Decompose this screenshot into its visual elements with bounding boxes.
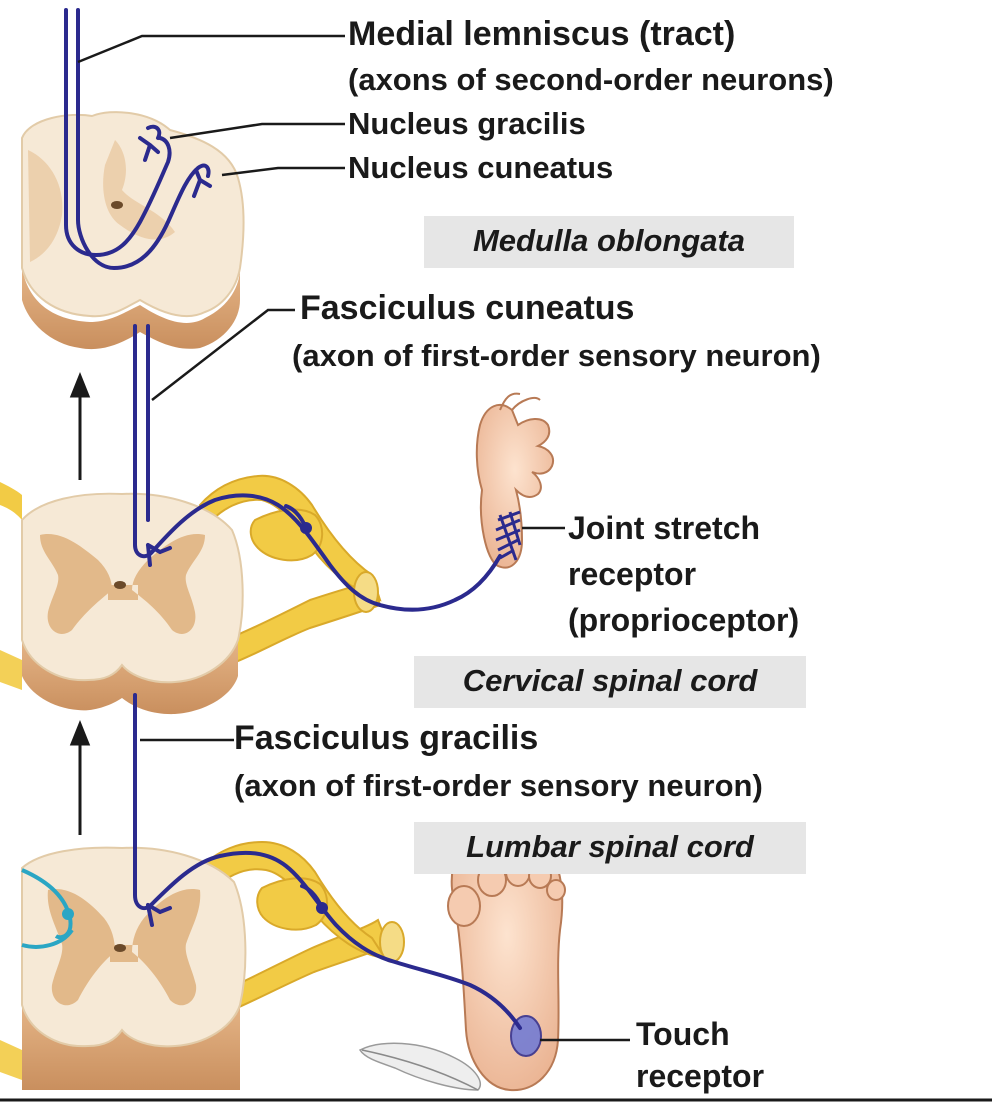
region-cervical: Cervical spinal cord xyxy=(414,656,806,708)
label-joint-stretch-line-2: receptor xyxy=(568,556,696,592)
leader-nucleus-cuneatus xyxy=(222,168,345,175)
cervical-surface xyxy=(22,494,243,683)
toe-5 xyxy=(547,880,565,900)
cervical-ganglion xyxy=(251,510,322,561)
label-joint-stretch-line-1: Joint stretch xyxy=(568,510,760,546)
label-fasciculus-cuneatus-subtitle: (axon of first-order sensory neuron) xyxy=(292,336,821,376)
leader-nucleus-gracilis xyxy=(170,124,345,138)
region-medulla: Medulla oblongata xyxy=(424,216,794,268)
hand-illustration xyxy=(477,394,553,568)
lumbar-spinal-nerve-end xyxy=(380,922,404,962)
central-canal-cervical xyxy=(114,581,126,589)
label-fasciculus-gracilis-subtitle: (axon of first-order sensory neuron) xyxy=(234,766,763,806)
cervical-section xyxy=(0,476,380,714)
leader-medial-lemniscus xyxy=(78,36,345,62)
toe-1 xyxy=(448,886,480,926)
label-medial-lemniscus-subtitle: (axons of second-order neurons) xyxy=(348,60,834,100)
label-nucleus-cuneatus: Nucleus cuneatus xyxy=(348,148,613,188)
label-joint-stretch-line-3: (proprioceptor) xyxy=(568,602,799,638)
arrow-up-lower-head xyxy=(72,724,88,744)
lumbar-nerve-left xyxy=(0,1040,22,1080)
label-nucleus-gracilis: Nucleus gracilis xyxy=(348,104,586,144)
label-medial-lemniscus-title: Medial lemniscus (tract) xyxy=(348,14,735,54)
region-lumbar: Lumbar spinal cord xyxy=(414,822,806,874)
other-tract-terminal xyxy=(62,908,74,920)
label-fasciculus-gracilis-title: Fasciculus gracilis xyxy=(234,718,538,758)
label-touch-receptor-line-2: receptor xyxy=(636,1058,764,1094)
feather-illustration xyxy=(360,1043,480,1090)
label-fasciculus-cuneatus-title: Fasciculus cuneatus xyxy=(300,288,634,328)
arrow-up-upper-head xyxy=(72,376,88,396)
central-canal-lumbar xyxy=(114,944,126,952)
central-canal-medulla xyxy=(111,201,123,209)
label-touch-receptor-line-1: Touch xyxy=(636,1016,730,1052)
